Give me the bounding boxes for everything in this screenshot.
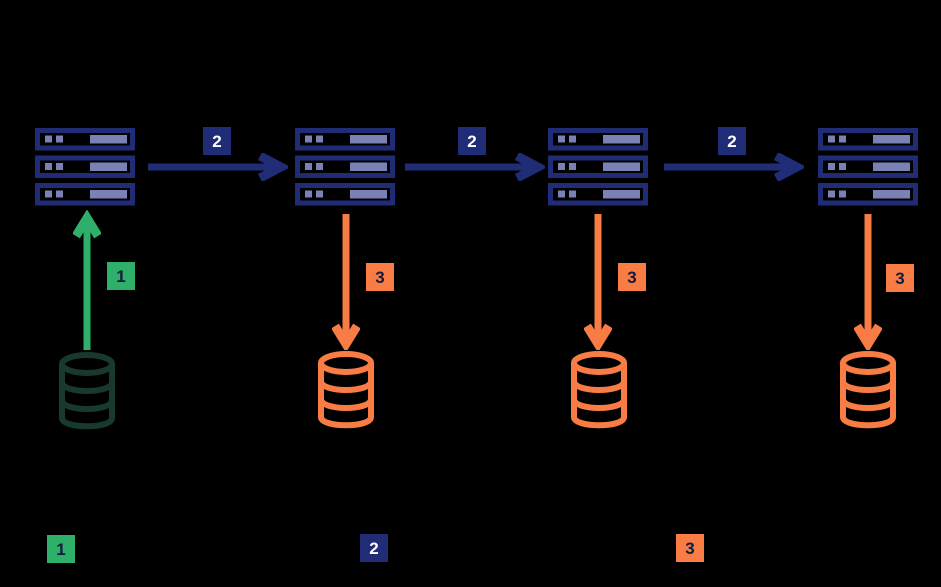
database-icon bbox=[839, 351, 897, 429]
step-2-badge: 2 bbox=[718, 127, 746, 155]
arrow-down-icon bbox=[584, 214, 612, 350]
step-2-badge: 2 bbox=[458, 127, 486, 155]
database-icon bbox=[570, 351, 628, 429]
server-stack-icon bbox=[818, 128, 918, 206]
step-3-badge: 3 bbox=[886, 264, 914, 292]
database-icon bbox=[58, 352, 116, 430]
arrow-right-icon bbox=[405, 153, 545, 181]
arrow-up-icon bbox=[73, 210, 101, 350]
arrow-down-icon bbox=[332, 214, 360, 350]
arrow-right-icon bbox=[148, 153, 288, 181]
arrow-down-icon bbox=[854, 214, 882, 350]
legend-badge-3: 3 bbox=[676, 534, 704, 562]
step-2-badge: 2 bbox=[203, 127, 231, 155]
server-stack-icon bbox=[295, 128, 395, 206]
legend-badge-2: 2 bbox=[360, 534, 388, 562]
server-stack-icon bbox=[548, 128, 648, 206]
step-3-badge: 3 bbox=[618, 263, 646, 291]
legend-badge-1: 1 bbox=[47, 535, 75, 563]
database-icon bbox=[317, 351, 375, 429]
step-3-badge: 3 bbox=[366, 263, 394, 291]
server-stack-icon bbox=[35, 128, 135, 206]
arrow-right-icon bbox=[664, 153, 804, 181]
step-1-badge: 1 bbox=[107, 262, 135, 290]
